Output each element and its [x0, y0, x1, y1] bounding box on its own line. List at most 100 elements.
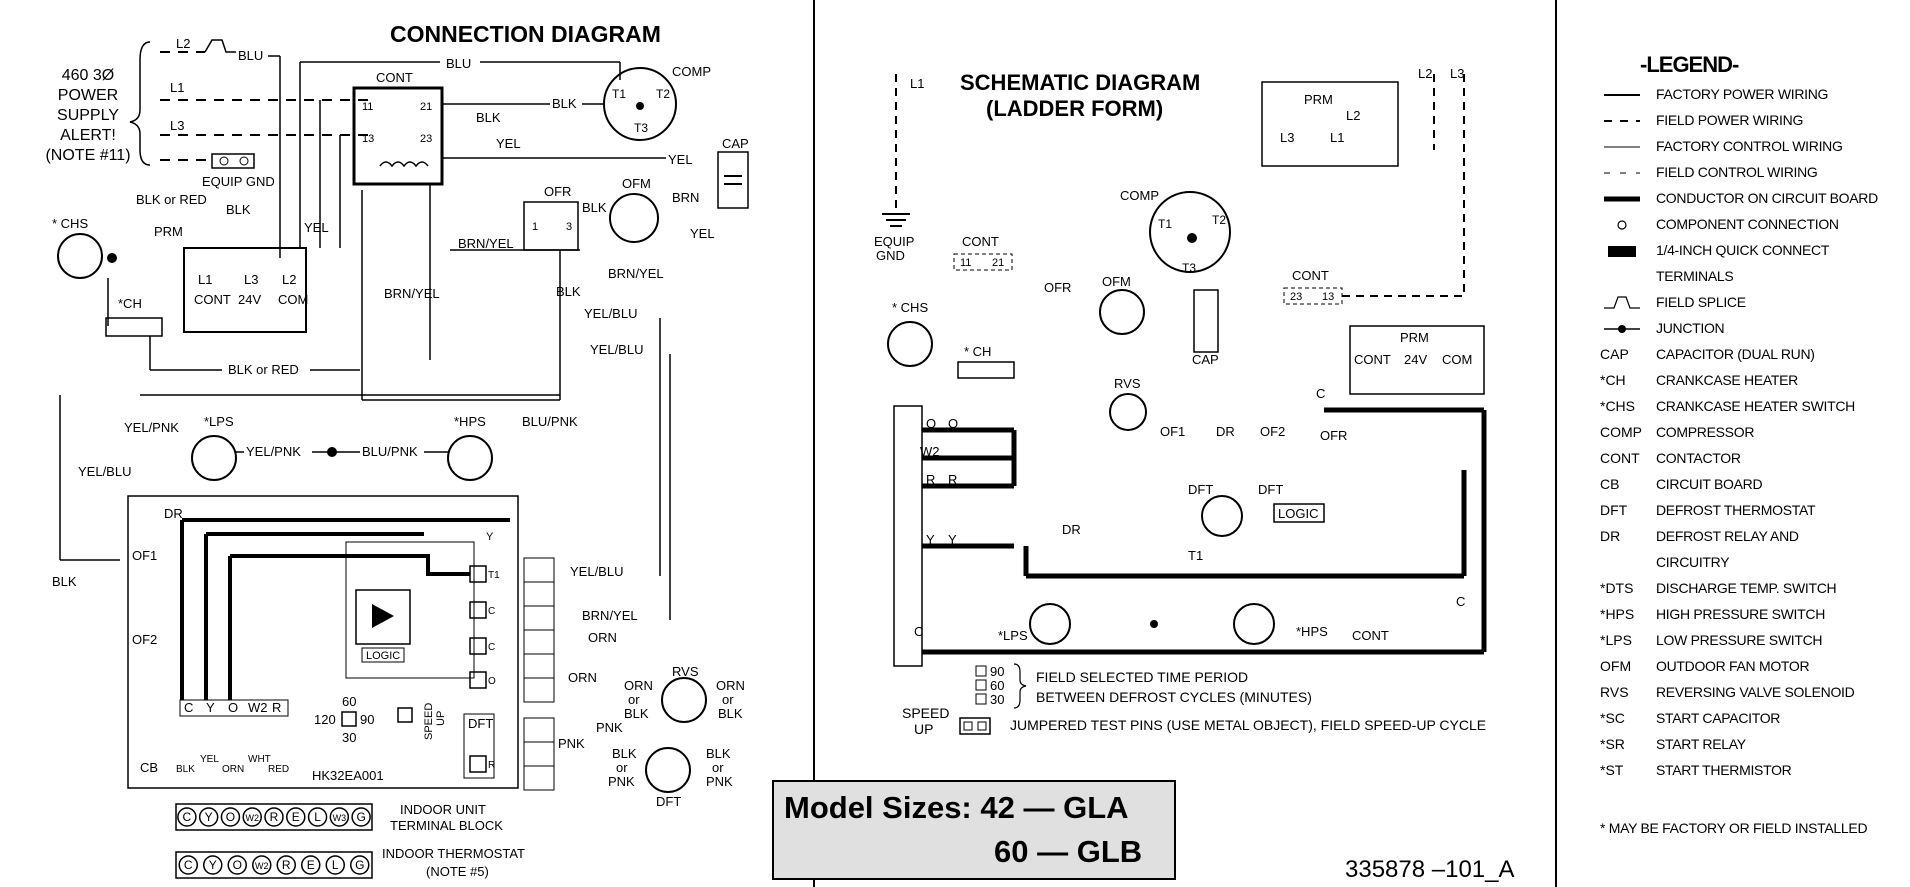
cb-speed: SPEED	[423, 703, 435, 740]
legend-symbol	[1600, 242, 1646, 260]
sch-cont-label-3: CONT	[1352, 628, 1389, 643]
indoor-unit-terminal-g	[351, 807, 371, 827]
thermostat-terminal-label-y: Y	[209, 858, 217, 872]
chs-label: * CHS	[52, 216, 88, 231]
sch-prm-box	[1261, 81, 1399, 167]
sch-prm-l1: L1	[1330, 130, 1344, 145]
indoor-unit-terminal-label-c: C	[183, 810, 192, 824]
sch-term-o2: O	[948, 416, 958, 431]
wire-label-yel-ofm: YEL	[690, 226, 715, 241]
legend-symbol: *SR	[1600, 736, 1625, 752]
thermostat-terminal-label-o: O	[233, 858, 242, 872]
sch-dft-label-2: DFT	[1258, 482, 1283, 497]
comp-t3: T3	[634, 121, 648, 135]
prm-l3: L3	[244, 272, 258, 287]
wire-label-blk-rvs-2: BLK	[718, 706, 743, 721]
wire-label-or-3: or	[616, 760, 628, 775]
sch-field-sel-1: FIELD SELECTED TIME PERIOD	[1036, 669, 1248, 685]
cb-wire-blk: BLK	[176, 764, 195, 775]
rvs-label-cd: RVS	[672, 664, 699, 679]
legend-text: START RELAY	[1656, 736, 1746, 752]
wire-label-or-2: or	[722, 692, 734, 707]
cb-logic-label: LOGIC	[366, 650, 400, 662]
sch-outdoor-fan-motor	[1099, 289, 1145, 335]
reversing-valve-solenoid-cd	[661, 677, 707, 723]
dr-label: DR	[164, 506, 183, 521]
wire-label-yelblu-2: YEL/BLU	[590, 342, 643, 357]
legend-symbol	[1600, 86, 1646, 104]
legend-text: LOW PRESSURE SWITCH	[1656, 632, 1823, 648]
legend-symbol: DR	[1600, 528, 1621, 544]
sch-t1-label: T1	[1188, 548, 1203, 563]
wire-label-pnk-1: PNK	[596, 720, 623, 735]
sch-dr-label-2: DR	[1062, 522, 1081, 537]
sch-high-pressure-switch	[1233, 603, 1275, 645]
crankcase-heater	[105, 317, 163, 337]
wire-label-orn-2: ORN	[568, 670, 597, 685]
sch-prm-l3: L3	[1280, 130, 1294, 145]
cb-term-y: Y	[206, 700, 215, 715]
thermostat-terminal-y	[203, 855, 223, 875]
legend-symbol: CB	[1600, 476, 1620, 492]
legend-text: FACTORY POWER WIRING	[1656, 86, 1829, 102]
sch-ch-label: * CH	[964, 344, 991, 359]
sch-rvs-label: RVS	[1114, 376, 1141, 391]
cb-time-90: 90	[360, 712, 374, 727]
wire-label-or-4: or	[712, 760, 724, 775]
cap-label: CAP	[722, 136, 749, 151]
indoor-unit-label-1: INDOOR UNIT	[400, 802, 486, 817]
wire-label-yelpnk-1: YEL/PNK	[124, 420, 179, 435]
wire-label-pnk-2: PNK	[558, 736, 585, 751]
cb-wire-orn: ORN	[222, 764, 244, 775]
legend-text: 1/4-INCH QUICK CONNECT	[1656, 242, 1830, 258]
schematic-title-1: SCHEMATIC DIAGRAM	[960, 70, 1200, 95]
crankcase-heater-switch	[57, 233, 103, 279]
sch-compressor	[1149, 191, 1231, 273]
indoor-unit-terminal-w2	[242, 807, 262, 827]
sch-term-c: C	[914, 624, 923, 639]
sch-l2: L2	[1418, 66, 1432, 81]
prm-cont: CONT	[194, 292, 231, 307]
model-sizes-box: Model Sizes: 42 — GLA 60 — GLB	[772, 780, 1176, 880]
wire-label-blk-dft-1: BLK	[612, 746, 637, 761]
cb-c2: C	[488, 642, 495, 653]
thermostat-terminal-label-l: L	[332, 858, 339, 872]
sch-crankcase-heater-switch	[887, 321, 933, 367]
sch-prm2-24v: 24V	[1404, 352, 1427, 367]
wire-label-blk-comp: BLK	[552, 96, 577, 111]
legend-text: TERMINALS	[1656, 268, 1734, 284]
legend-title: -LEGEND-	[1640, 52, 1739, 77]
sch-comp-label: COMP	[1120, 188, 1159, 203]
sch-prm2-com: COM	[1442, 352, 1472, 367]
cb-time-120: 120	[314, 712, 336, 727]
low-pressure-switch	[191, 435, 237, 481]
legend-symbol: CAP	[1600, 346, 1629, 362]
sch-term-r2: R	[948, 472, 957, 487]
wire-label-blu: BLU	[238, 48, 263, 63]
sch-c-bottom: C	[1456, 594, 1465, 609]
cont-11: 11	[362, 101, 373, 113]
legend-note: * MAY BE FACTORY OR FIELD INSTALLED	[1600, 820, 1868, 836]
ofr-1: 1	[532, 221, 538, 233]
cb-term-c: C	[184, 700, 193, 715]
legend-text: FACTORY CONTROL WIRING	[1656, 138, 1843, 154]
l3-label: L3	[170, 118, 184, 133]
sch-time-30: 30	[990, 692, 1004, 707]
cb-t1: T1	[488, 570, 500, 581]
ofr-3: 3	[566, 221, 572, 233]
cb-wire-red: RED	[268, 764, 289, 775]
cb-o: O	[488, 676, 496, 687]
sch-cont-23: 23	[1290, 291, 1302, 303]
legend-item: COMPONENT CONNECTION	[1600, 212, 1900, 238]
legend-text: START THERMISTOR	[1656, 762, 1792, 778]
wire-label-yelblu-1: YEL/BLU	[584, 306, 637, 321]
